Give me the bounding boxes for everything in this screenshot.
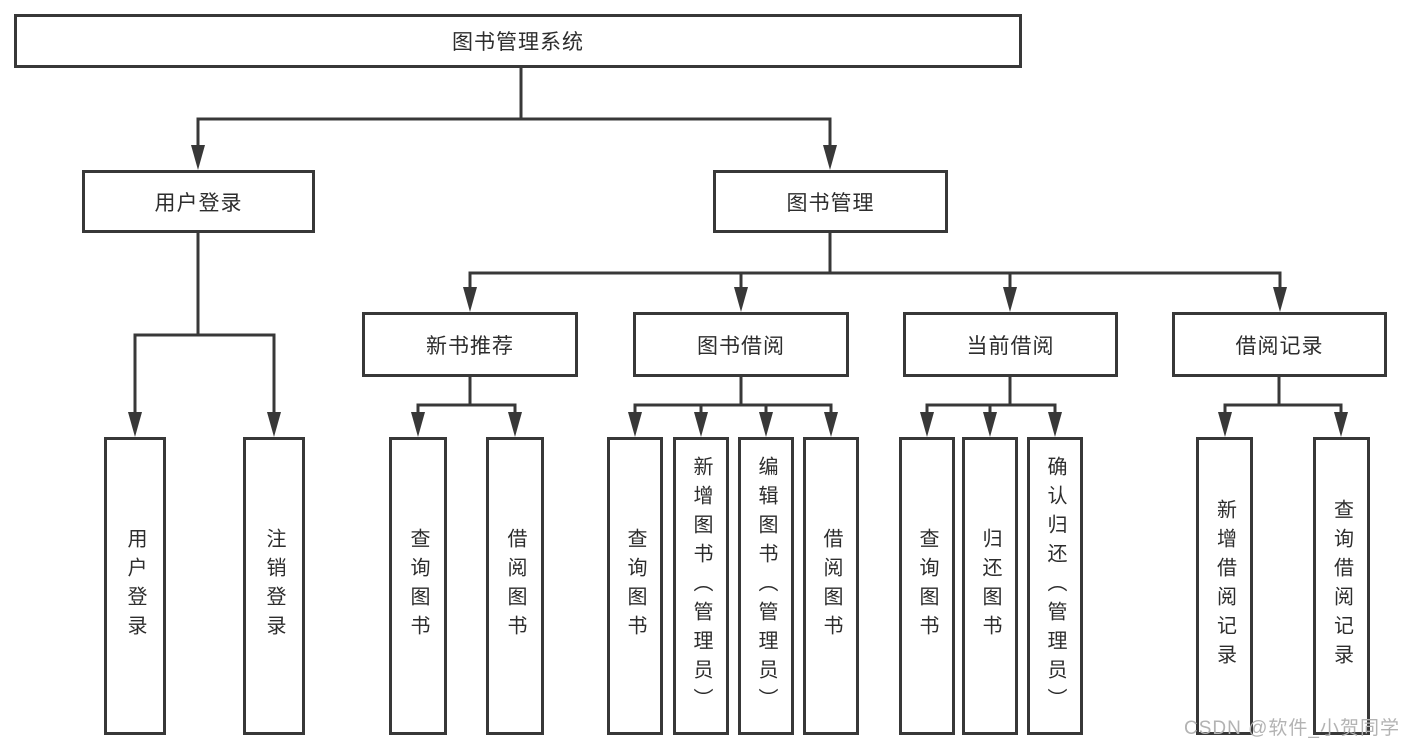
- leaf-query-books-borrow: 查询图书: [607, 437, 663, 735]
- node-book-management: 图书管理: [713, 170, 948, 233]
- node-book-management-label: 图书管理: [786, 191, 875, 215]
- leaf-return-books: 归还图书: [962, 437, 1018, 735]
- leaf-borrow-books-recommend: 借阅图书: [486, 437, 544, 735]
- leaf-borrow-books-label: 借阅图书: [820, 528, 842, 644]
- node-borrowing-records: 借阅记录: [1172, 312, 1387, 377]
- leaf-add-books-admin-label: 新增图书（管理员）: [690, 455, 712, 717]
- leaf-edit-books-admin: 编辑图书（管理员）: [738, 437, 794, 735]
- node-book-borrowing-label: 图书借阅: [697, 334, 785, 358]
- watermark-text: CSDN @软件_小贺同学: [1184, 718, 1400, 739]
- leaf-user-login: 用户登录: [104, 437, 166, 735]
- leaf-return-books-label: 归还图书: [979, 528, 1001, 644]
- node-current-borrowing: 当前借阅: [903, 312, 1118, 377]
- leaf-query-books-borrow-label: 查询图书: [624, 528, 646, 644]
- node-new-book-recommend-label: 新书推荐: [426, 334, 514, 358]
- node-new-book-recommend: 新书推荐: [362, 312, 578, 377]
- leaf-logout: 注销登录: [243, 437, 305, 735]
- leaf-confirm-return-admin-label: 确认归还（管理员）: [1044, 455, 1066, 717]
- node-book-borrowing: 图书借阅: [633, 312, 849, 377]
- node-user-login: 用户登录: [82, 170, 315, 233]
- leaf-add-borrow-record: 新增借阅记录: [1196, 437, 1253, 735]
- leaf-borrow-books: 借阅图书: [803, 437, 859, 735]
- node-current-borrowing-label: 当前借阅: [966, 334, 1055, 358]
- leaf-edit-books-admin-label: 编辑图书（管理员）: [755, 455, 777, 717]
- arrowheads: [128, 145, 1348, 437]
- leaf-query-borrow-record: 查询借阅记录: [1313, 437, 1370, 735]
- leaf-user-login-label: 用户登录: [124, 528, 146, 644]
- node-user-login-label: 用户登录: [154, 191, 243, 215]
- leaf-borrow-books-recommend-label: 借阅图书: [504, 528, 526, 644]
- leaf-add-borrow-record-label: 新增借阅记录: [1213, 499, 1236, 673]
- leaf-query-books-current-label: 查询图书: [916, 528, 938, 644]
- node-borrowing-records-label: 借阅记录: [1235, 334, 1324, 358]
- leaf-confirm-return-admin: 确认归还（管理员）: [1027, 437, 1083, 735]
- leaf-query-books-current: 查询图书: [899, 437, 955, 735]
- leaf-logout-label: 注销登录: [263, 528, 285, 644]
- leaf-query-books-recommend-label: 查询图书: [407, 528, 429, 644]
- leaf-add-books-admin: 新增图书（管理员）: [673, 437, 729, 735]
- node-root-label: 图书管理系统: [452, 31, 584, 54]
- leaf-query-borrow-record-label: 查询借阅记录: [1330, 499, 1353, 673]
- node-root: 图书管理系统: [14, 14, 1022, 68]
- leaf-query-books-recommend: 查询图书: [389, 437, 447, 735]
